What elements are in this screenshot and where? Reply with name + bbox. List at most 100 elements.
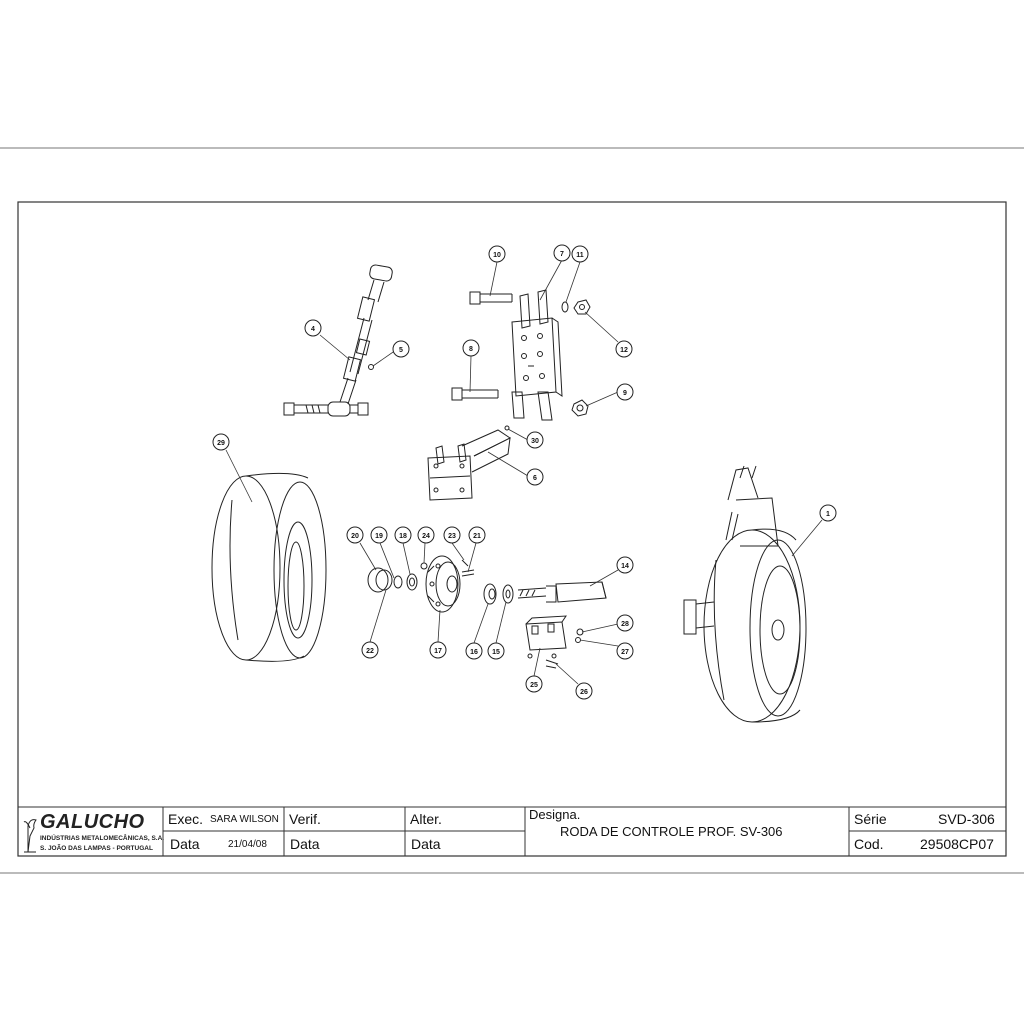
balloon-30: 30 xyxy=(526,431,544,449)
svg-text:28: 28 xyxy=(621,621,629,628)
designa-value: RODA DE CONTROLE PROF. SV-306 xyxy=(560,824,783,839)
alter-label: Alter. xyxy=(410,811,442,827)
part-30-pin xyxy=(504,425,510,431)
balloon-24: 24 xyxy=(417,526,435,544)
svg-text:15: 15 xyxy=(492,649,500,656)
balloon-15: 15 xyxy=(487,642,505,660)
balloon-6: 6 xyxy=(526,468,544,486)
svg-text:22: 22 xyxy=(366,648,374,655)
balloons: 4 5 10 7 11 12 8 9 30 6 29 1 20 19 18 24… xyxy=(212,244,837,700)
company-line-1: INDÚSTRIAS METALOMECÂNICAS, S.A. xyxy=(40,835,165,842)
svg-text:17: 17 xyxy=(434,648,442,655)
galucho-logo-icon xyxy=(23,819,37,853)
balloon-1: 1 xyxy=(819,504,837,522)
balloon-12: 12 xyxy=(615,340,633,358)
exploded-parts xyxy=(211,264,807,723)
balloon-26: 26 xyxy=(575,682,593,700)
part-4-top-link xyxy=(283,264,393,417)
svg-text:16: 16 xyxy=(470,649,478,656)
svg-text:29: 29 xyxy=(217,440,225,447)
part-7-bracket xyxy=(511,289,563,421)
exec-value: SARA WILSON xyxy=(210,814,279,825)
part-18-bearing xyxy=(406,573,418,591)
part-26-bolt xyxy=(545,659,559,669)
balloon-22: 22 xyxy=(361,641,379,659)
svg-text:19: 19 xyxy=(375,533,383,540)
cod-label: Cod. xyxy=(854,836,884,852)
exec-label: Exec. xyxy=(168,811,204,827)
svg-text:27: 27 xyxy=(621,649,629,656)
svg-text:8: 8 xyxy=(469,346,473,353)
serie-label: Série xyxy=(854,811,887,827)
part-16-bearing xyxy=(483,583,497,605)
leader-lines xyxy=(225,259,823,685)
balloon-11: 11 xyxy=(571,245,589,263)
designa-label: Designa. xyxy=(529,807,581,822)
company-line-2: S. JOÃO DAS LAMPAS - PORTUGAL xyxy=(40,845,153,852)
alter-data-label: Data xyxy=(411,836,441,852)
company-name: GALUCHO xyxy=(40,811,145,833)
part-12-nut xyxy=(573,299,591,315)
balloon-5: 5 xyxy=(392,340,410,358)
verif-label: Verif. xyxy=(289,811,321,827)
balloon-21: 21 xyxy=(468,526,486,544)
part-11-washer xyxy=(561,301,569,313)
part-29-tyre xyxy=(211,472,327,662)
part-25-clamp xyxy=(525,615,567,659)
svg-text:4: 4 xyxy=(311,326,315,333)
part-9-nut xyxy=(571,399,589,417)
balloon-23: 23 xyxy=(443,526,461,544)
svg-text:26: 26 xyxy=(580,689,588,696)
balloon-17: 17 xyxy=(429,641,447,659)
balloon-19: 19 xyxy=(370,526,388,544)
svg-text:5: 5 xyxy=(399,347,403,354)
exec-data-value: 21/04/08 xyxy=(228,839,267,850)
balloon-27: 27 xyxy=(616,642,634,660)
drawing-frame xyxy=(17,201,1007,857)
balloon-29: 29 xyxy=(212,433,230,451)
balloon-4: 4 xyxy=(304,319,322,337)
svg-text:24: 24 xyxy=(422,533,430,540)
balloon-18: 18 xyxy=(394,526,412,544)
svg-text:20: 20 xyxy=(351,533,359,540)
svg-text:9: 9 xyxy=(623,390,627,397)
svg-text:23: 23 xyxy=(448,533,456,540)
balloon-14: 14 xyxy=(616,556,634,574)
svg-text:10: 10 xyxy=(493,252,501,259)
part-8-bolt xyxy=(451,387,499,401)
balloon-20: 20 xyxy=(346,526,364,544)
part-6-arm xyxy=(427,429,511,501)
title-block xyxy=(18,806,1006,856)
balloon-28: 28 xyxy=(616,614,634,632)
part-20-cap xyxy=(367,567,393,593)
svg-text:11: 11 xyxy=(576,252,584,259)
verif-data-label: Data xyxy=(290,836,320,852)
cod-value: 29508CP07 xyxy=(920,836,994,852)
svg-text:12: 12 xyxy=(620,347,628,354)
part-24-pin xyxy=(420,562,428,570)
svg-text:21: 21 xyxy=(473,533,481,540)
part-10-bolt xyxy=(469,291,513,305)
balloon-10: 10 xyxy=(488,245,506,263)
svg-text:25: 25 xyxy=(530,682,538,689)
svg-text:7: 7 xyxy=(560,251,564,258)
part-15-washer xyxy=(502,584,514,604)
balloon-25: 25 xyxy=(525,675,543,693)
balloon-16: 16 xyxy=(465,642,483,660)
serie-value: SVD-306 xyxy=(938,811,995,827)
balloon-7: 7 xyxy=(553,244,571,262)
balloon-9: 9 xyxy=(616,383,634,401)
part-5-pin xyxy=(368,364,374,370)
svg-text:6: 6 xyxy=(533,475,537,482)
part-19-nut xyxy=(393,575,403,589)
part-14-axle xyxy=(517,581,607,603)
part-1-assembled-wheel xyxy=(683,465,807,723)
svg-text:30: 30 xyxy=(531,438,539,445)
svg-text:18: 18 xyxy=(399,533,407,540)
part-23-bolt xyxy=(461,559,469,567)
balloon-8: 8 xyxy=(462,339,480,357)
part-17-hub xyxy=(425,555,461,613)
svg-text:1: 1 xyxy=(826,511,830,518)
svg-text:14: 14 xyxy=(621,563,629,570)
